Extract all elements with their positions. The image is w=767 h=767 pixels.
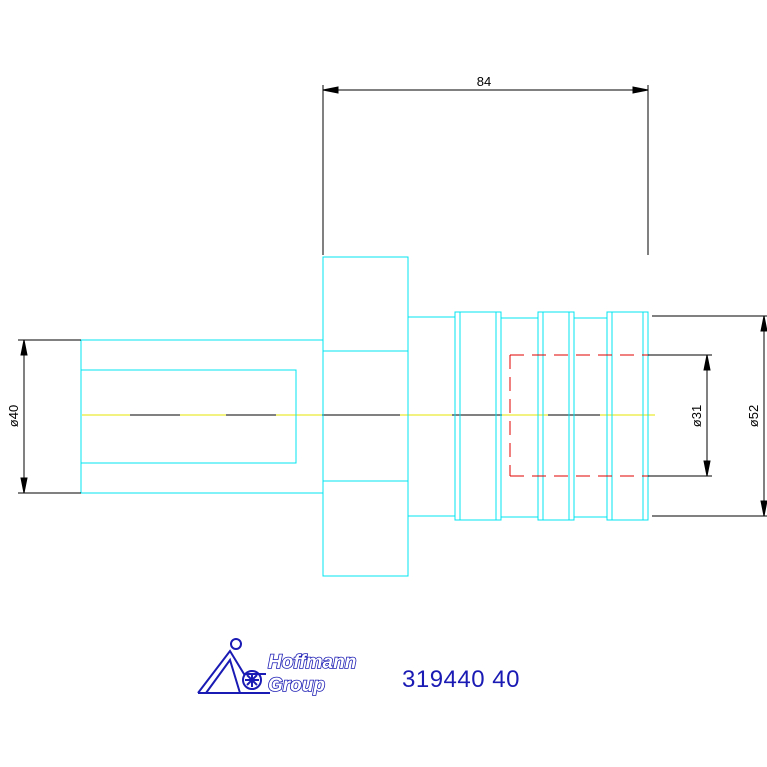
- hidden-bore: [509, 354, 648, 477]
- logo-mark-icon: [197, 638, 270, 694]
- logo-line2: Group: [268, 675, 325, 696]
- dimension-dia-inner: [648, 354, 712, 477]
- dimension-length-label: 84: [477, 74, 491, 89]
- dimension-dia-left-label: ø40: [6, 405, 21, 427]
- dimension-dia-inner-label: ø31: [689, 405, 704, 427]
- hoffmann-logo: Hoffmann Group: [197, 638, 357, 697]
- logo-line1: Hoffmann: [268, 652, 356, 673]
- dimension-length: [322, 85, 649, 255]
- dimension-dia-outer-label: ø52: [746, 405, 761, 427]
- part-outline: [80, 256, 649, 577]
- part-number: 319440 40: [402, 666, 520, 693]
- dimension-dia-outer: [652, 315, 767, 517]
- dimension-dia-left: [18, 339, 81, 494]
